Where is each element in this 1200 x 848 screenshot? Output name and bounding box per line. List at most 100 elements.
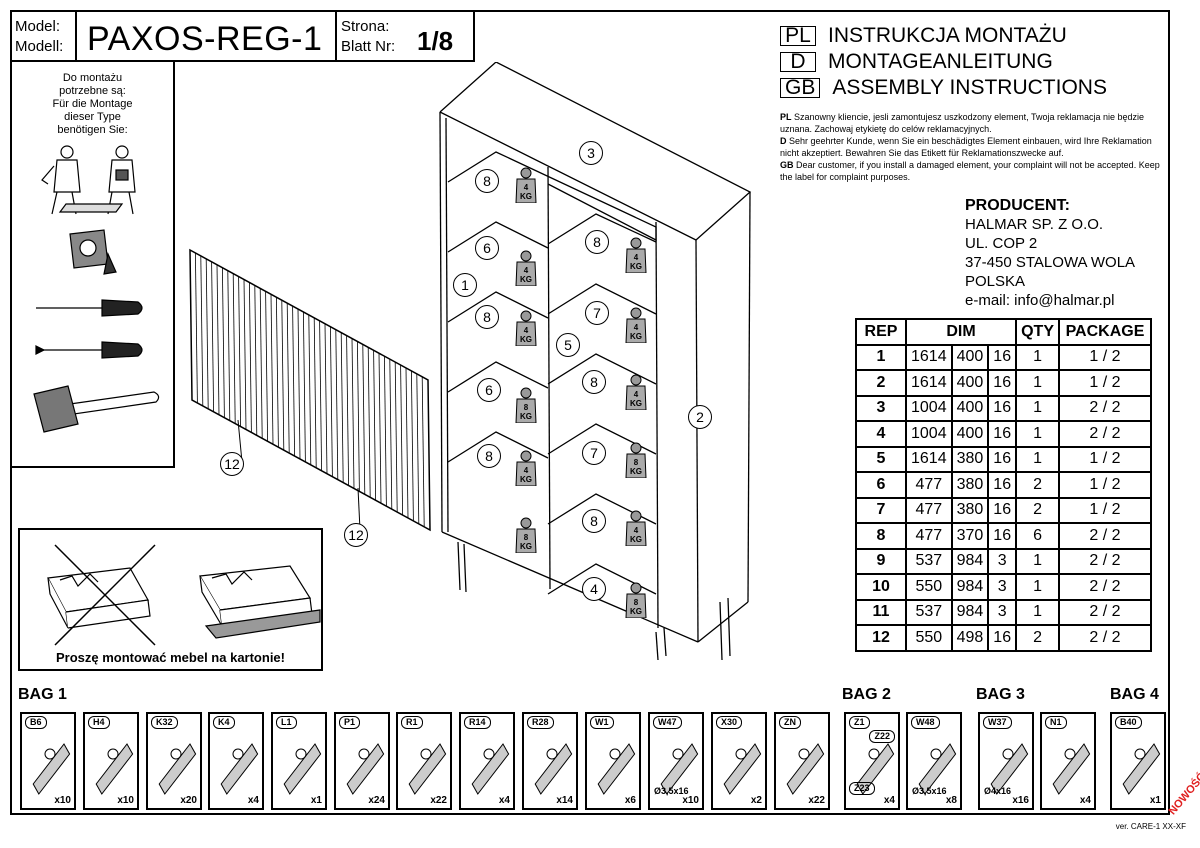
title-text-gb: ASSEMBLY INSTRUCTIONS — [832, 76, 1107, 99]
hardware-qty: x6 — [624, 795, 636, 806]
hardware-qty: x2 — [750, 795, 762, 806]
slatted-panel-drawing — [189, 248, 431, 532]
hardware-code: W37 — [983, 716, 1012, 729]
weight-unit: KG — [630, 535, 642, 544]
part-label-7a: 7 — [585, 301, 609, 325]
bag-4-label: BAG 4 — [1110, 686, 1159, 703]
part-label-12a: 12 — [220, 452, 244, 476]
cell-package: 2 / 2 — [1057, 394, 1152, 422]
hardware-code: L1 — [276, 716, 297, 729]
hardware-code: R1 — [401, 716, 423, 729]
weight-value: 4 — [633, 390, 639, 399]
hardware-subcode: Z22 — [869, 730, 895, 743]
model-label-cell: Model: Modell: — [10, 10, 77, 62]
part-label-3: 3 — [579, 141, 603, 165]
hardware-code: K32 — [151, 716, 178, 729]
cell-rep: 8 — [855, 522, 907, 550]
part-label-12b: 12 — [344, 523, 368, 547]
producer-title: PRODUCENT: — [965, 197, 1070, 214]
weight-unit: KG — [630, 332, 642, 341]
page-cell: Strona: Blatt Nr: 1/8 — [335, 10, 475, 62]
cell-dim-length: 477 — [905, 471, 953, 499]
cell-dim-width: 380 — [950, 445, 990, 473]
cell-package: 2 / 2 — [1057, 547, 1152, 575]
cell-rep: 10 — [855, 573, 907, 601]
cell-qty: 1 — [1015, 573, 1060, 601]
model-label-de: Modell: — [15, 38, 64, 55]
part-label-8e: 8 — [477, 444, 501, 468]
page-number: 1/8 — [417, 26, 454, 56]
cell-dim-thickness: 3 — [987, 598, 1018, 626]
carton-notice-box: Proszę montować mebel na kartonie! — [18, 528, 323, 671]
model-name-cell: PAXOS-REG-1 — [75, 10, 337, 62]
hardware-item-l1: L1 x1 — [271, 712, 327, 810]
hardware-b6-icon — [32, 743, 71, 795]
weight-value: 8 — [523, 403, 529, 412]
cell-rep: 1 — [855, 343, 907, 371]
cell-dim-length: 1614 — [905, 445, 953, 473]
weight-unit: KG — [520, 412, 532, 421]
weight-unit: KG — [630, 467, 642, 476]
cell-qty: 1 — [1015, 547, 1060, 575]
part-label-8d: 8 — [582, 370, 606, 394]
weight-value: 4 — [523, 183, 529, 192]
cell-qty: 1 — [1015, 369, 1060, 397]
cell-package: 1 / 2 — [1057, 343, 1152, 371]
col-header-qty: QTY — [1015, 318, 1060, 346]
hardware-size: Ø3,5x16 — [912, 786, 947, 796]
hardware-code: N1 — [1045, 716, 1067, 729]
cell-package: 2 / 2 — [1057, 420, 1152, 448]
hardware-qty: x4 — [498, 795, 510, 806]
hardware-w37-icon — [990, 743, 1029, 795]
part-label-4: 4 — [582, 577, 606, 601]
weight-value: 4 — [633, 253, 639, 262]
notice-code-pl: PL — [780, 112, 792, 122]
producer-email: e-mail: info@halmar.pl — [965, 292, 1115, 309]
cell-dim-thickness: 16 — [987, 369, 1018, 397]
cell-dim-thickness: 16 — [987, 496, 1018, 524]
hardware-qty: x1 — [310, 795, 322, 806]
weight-unit: KG — [630, 399, 642, 408]
tools-text: Do montażu potrzebne są: Für die Montage… — [12, 72, 173, 137]
mallet-icon — [33, 385, 160, 433]
hardware-qty: x22 — [808, 795, 825, 806]
hardware-l1-icon — [283, 743, 322, 795]
hardware-code: B40 — [1115, 716, 1142, 729]
phillips-screwdriver-icon — [35, 341, 143, 359]
part-label-8b: 8 — [585, 230, 609, 254]
cell-dim-width: 400 — [950, 369, 990, 397]
part-label-6a: 6 — [475, 236, 499, 260]
producer-block: PRODUCENT: HALMAR SP. Z O.O. UL. COP 2 3… — [965, 196, 1135, 310]
cell-qty: 2 — [1015, 496, 1060, 524]
cell-dim-width: 380 — [950, 496, 990, 524]
notice-text-pl: Szanowny kliencie, jesli zamontujesz usz… — [780, 112, 1145, 134]
cell-dim-thickness: 3 — [987, 547, 1018, 575]
new-badge: NOWOŚĆ — [1166, 770, 1200, 818]
cell-package: 1 / 2 — [1057, 471, 1152, 499]
hardware-n1-icon — [1052, 743, 1091, 795]
tools-box: Do montażu potrzebne są: Für die Montage… — [10, 60, 175, 468]
hardware-b40-icon — [1122, 743, 1161, 795]
hardware-code: R28 — [527, 716, 554, 729]
cell-dim-width: 400 — [950, 420, 990, 448]
cell-package: 2 / 2 — [1057, 573, 1152, 601]
weight-unit: KG — [520, 275, 532, 284]
tools-line: dieser Type — [64, 111, 121, 123]
cell-qty: 1 — [1015, 394, 1060, 422]
